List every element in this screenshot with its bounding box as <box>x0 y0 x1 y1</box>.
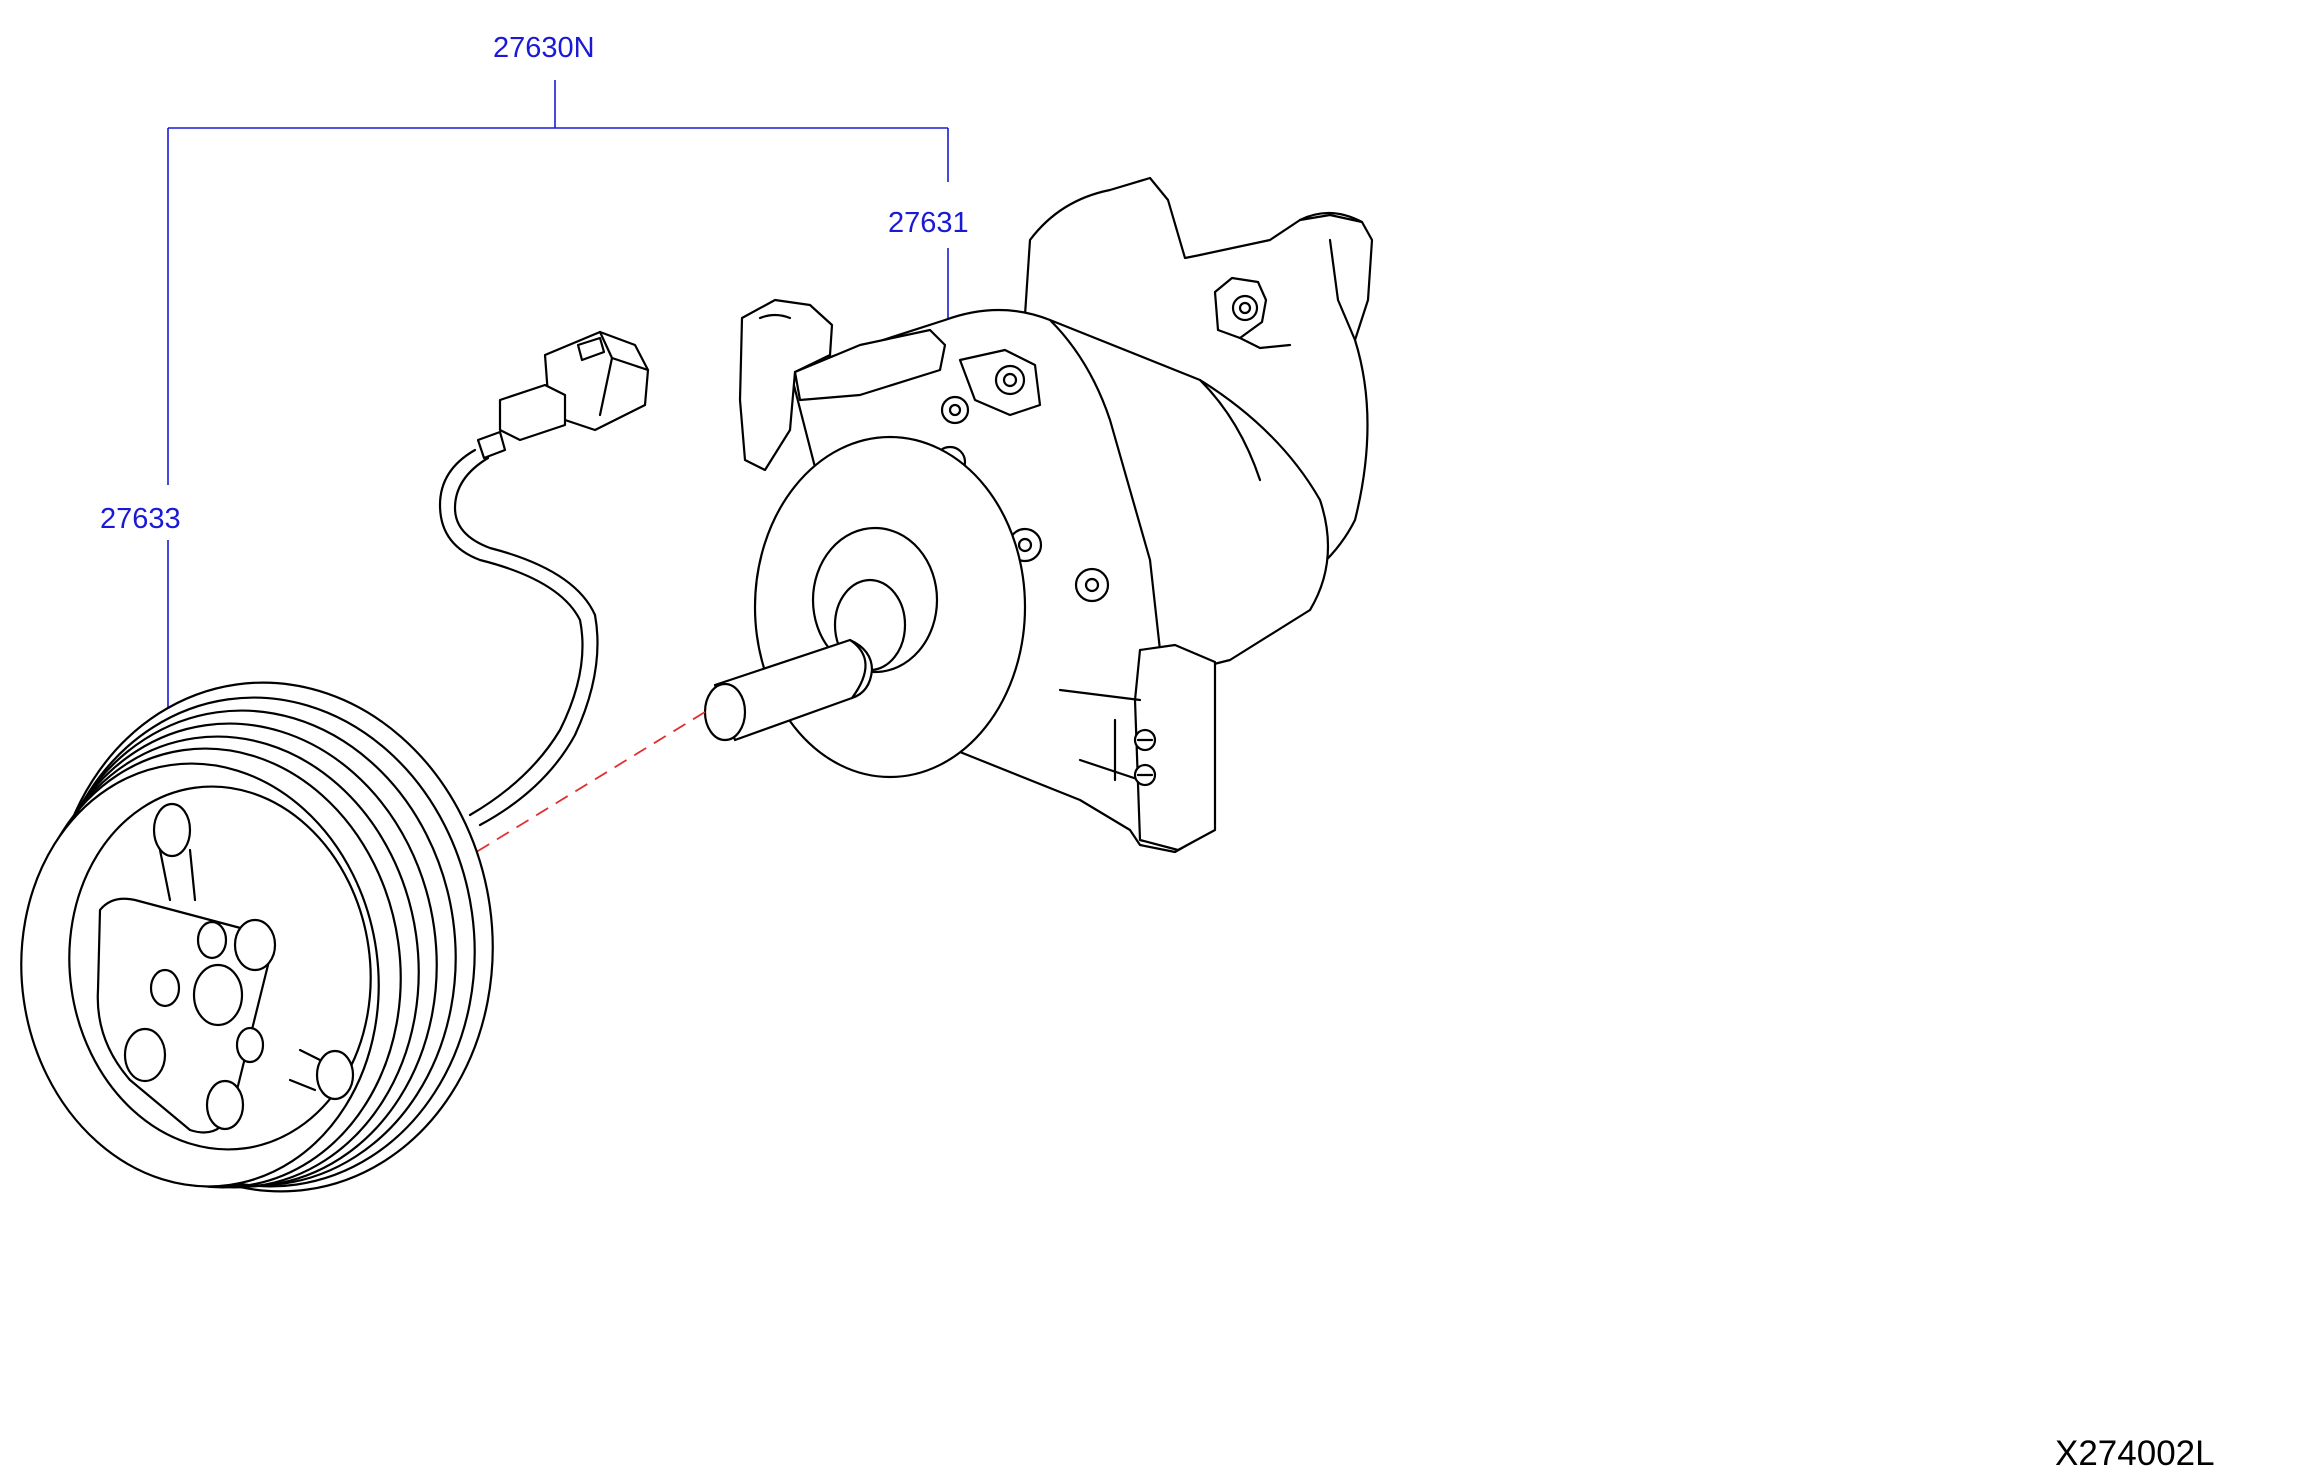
clutch-pulley <box>20 681 494 1193</box>
wire-harness <box>438 448 599 827</box>
electrical-connector <box>476 330 650 460</box>
shaft-centerline <box>459 711 706 863</box>
callout-27633[interactable]: 27633 <box>100 503 181 535</box>
compressor-body <box>703 176 1374 854</box>
figure-code: X274002L <box>2055 1434 2215 1473</box>
callout-leaders <box>167 80 949 712</box>
callout-27630N[interactable]: 27630N <box>493 32 595 64</box>
callout-27631[interactable]: 27631 <box>888 207 969 239</box>
